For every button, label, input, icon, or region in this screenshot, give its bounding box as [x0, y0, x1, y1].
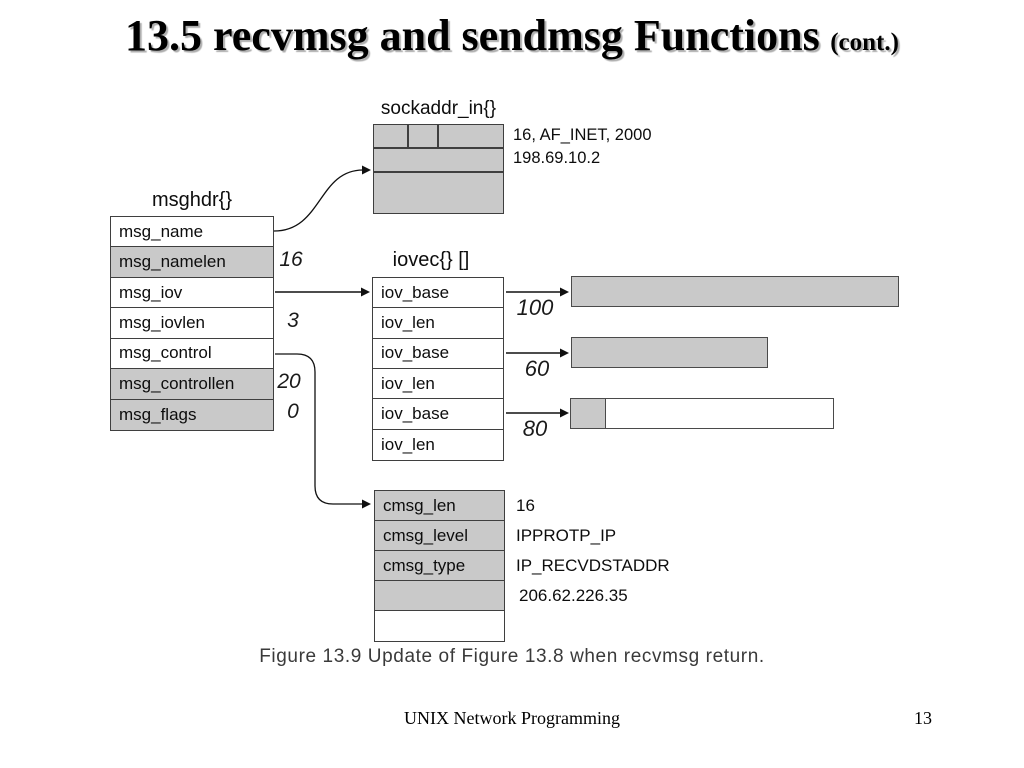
field-label: cmsg_len — [383, 495, 456, 515]
field-label: iov_base — [381, 343, 450, 363]
cmsg-row-type: cmsg_type — [375, 551, 504, 581]
field-label: iov_base — [381, 403, 450, 423]
msg-controllen-value: 20 — [277, 370, 301, 393]
iovec-table: iov_base iov_len iov_base iov_len iov_ba… — [372, 277, 504, 461]
field-label: iov_len — [381, 434, 435, 454]
iov-len-value-2: 60 — [524, 356, 550, 381]
msghdr-row-msg-control: msg_control — [111, 338, 273, 370]
iovec-row-len-3: iov_len — [373, 429, 503, 460]
footer-book-title: UNIX Network Programming — [404, 708, 620, 728]
buffer-1 — [571, 276, 899, 307]
iov-len-value-1: 100 — [516, 295, 554, 320]
msghdr-row-msg-namelen: msg_namelen — [111, 247, 273, 278]
msghdr-row-msg-flags: msg_flags — [111, 399, 273, 430]
iovec-row-len-2: iov_len — [373, 368, 503, 400]
field-label: iov_len — [381, 312, 435, 332]
field-label: cmsg_level — [383, 525, 469, 545]
slide-title-text: 13.5 recvmsg and sendmsg Functions — [125, 11, 820, 60]
slide-title: 13.5 recvmsg and sendmsg Functions (cont… — [0, 10, 1024, 61]
cmsg-row-empty — [375, 611, 504, 641]
cmsg-row-level: cmsg_level — [375, 521, 504, 551]
msghdr-row-msg-iov: msg_iov — [111, 277, 273, 309]
field-label: msg_name — [119, 221, 204, 241]
cmsg-addr-value: 206.62.226.35 — [519, 586, 628, 605]
msghdr-label: msghdr{} — [151, 189, 233, 211]
field-label: msg_iov — [119, 282, 183, 302]
field-label: msg_control — [119, 343, 212, 363]
iovec-label: iovec{} [] — [392, 249, 470, 271]
iovec-row-base-3: iov_base — [373, 399, 503, 430]
sockaddr-values-line2: 198.69.10.2 — [513, 149, 601, 167]
msghdr-row-msg-iovlen: msg_iovlen — [111, 308, 273, 339]
field-label: cmsg_type — [383, 555, 466, 575]
sockaddr-divider-h2 — [374, 171, 503, 173]
msg-iovlen-value: 3 — [287, 309, 299, 332]
footer-page-number: 13 — [914, 708, 932, 728]
iovec-row-base-1: iov_base — [373, 278, 503, 309]
cmsg-type-value: IP_RECVDSTADDR — [516, 556, 670, 575]
msg-namelen-value: 16 — [279, 248, 303, 271]
buffer-2 — [571, 337, 768, 368]
cmsg-table: cmsg_len cmsg_level cmsg_type — [374, 490, 505, 642]
buffer-3 — [570, 398, 834, 429]
cmsg-level-value: IPPROTP_IP — [516, 526, 617, 545]
sockaddr-box — [373, 124, 504, 214]
slide-title-suffix: (cont.) — [830, 29, 899, 56]
figure-caption: Figure 13.9 Update of Figure 13.8 when r… — [259, 646, 765, 667]
sockaddr-label: sockaddr_in{} — [380, 98, 497, 119]
msgname-to-sockaddr-arrow — [273, 165, 371, 232]
field-label: iov_len — [381, 373, 435, 393]
buffer-3-filled-portion — [571, 399, 606, 428]
sockaddr-divider-v1 — [407, 125, 409, 147]
field-label: msg_flags — [119, 404, 197, 424]
cmsg-len-value: 16 — [516, 496, 535, 515]
iovec-row-len-1: iov_len — [373, 308, 503, 339]
field-label: msg_namelen — [119, 252, 226, 272]
msghdr-table: msg_name msg_namelen msg_iov msg_iovlen … — [110, 216, 274, 431]
iov-len-value-3: 80 — [522, 416, 548, 441]
cmsg-row-data — [375, 581, 504, 611]
sockaddr-divider-h1 — [374, 147, 503, 149]
msg-flags-value: 0 — [287, 400, 299, 423]
sockaddr-values-line1: 16, AF_INET, 2000 — [513, 126, 652, 144]
field-label: msg_controllen — [119, 373, 235, 393]
msghdr-row-msg-name: msg_name — [111, 217, 273, 248]
msghdr-row-msg-controllen: msg_controllen — [111, 369, 273, 400]
cmsg-row-len: cmsg_len — [375, 491, 504, 521]
sockaddr-divider-v2 — [437, 125, 439, 147]
field-label: msg_iovlen — [119, 312, 205, 332]
field-label: iov_base — [381, 282, 450, 302]
iovec-row-base-2: iov_base — [373, 338, 503, 369]
